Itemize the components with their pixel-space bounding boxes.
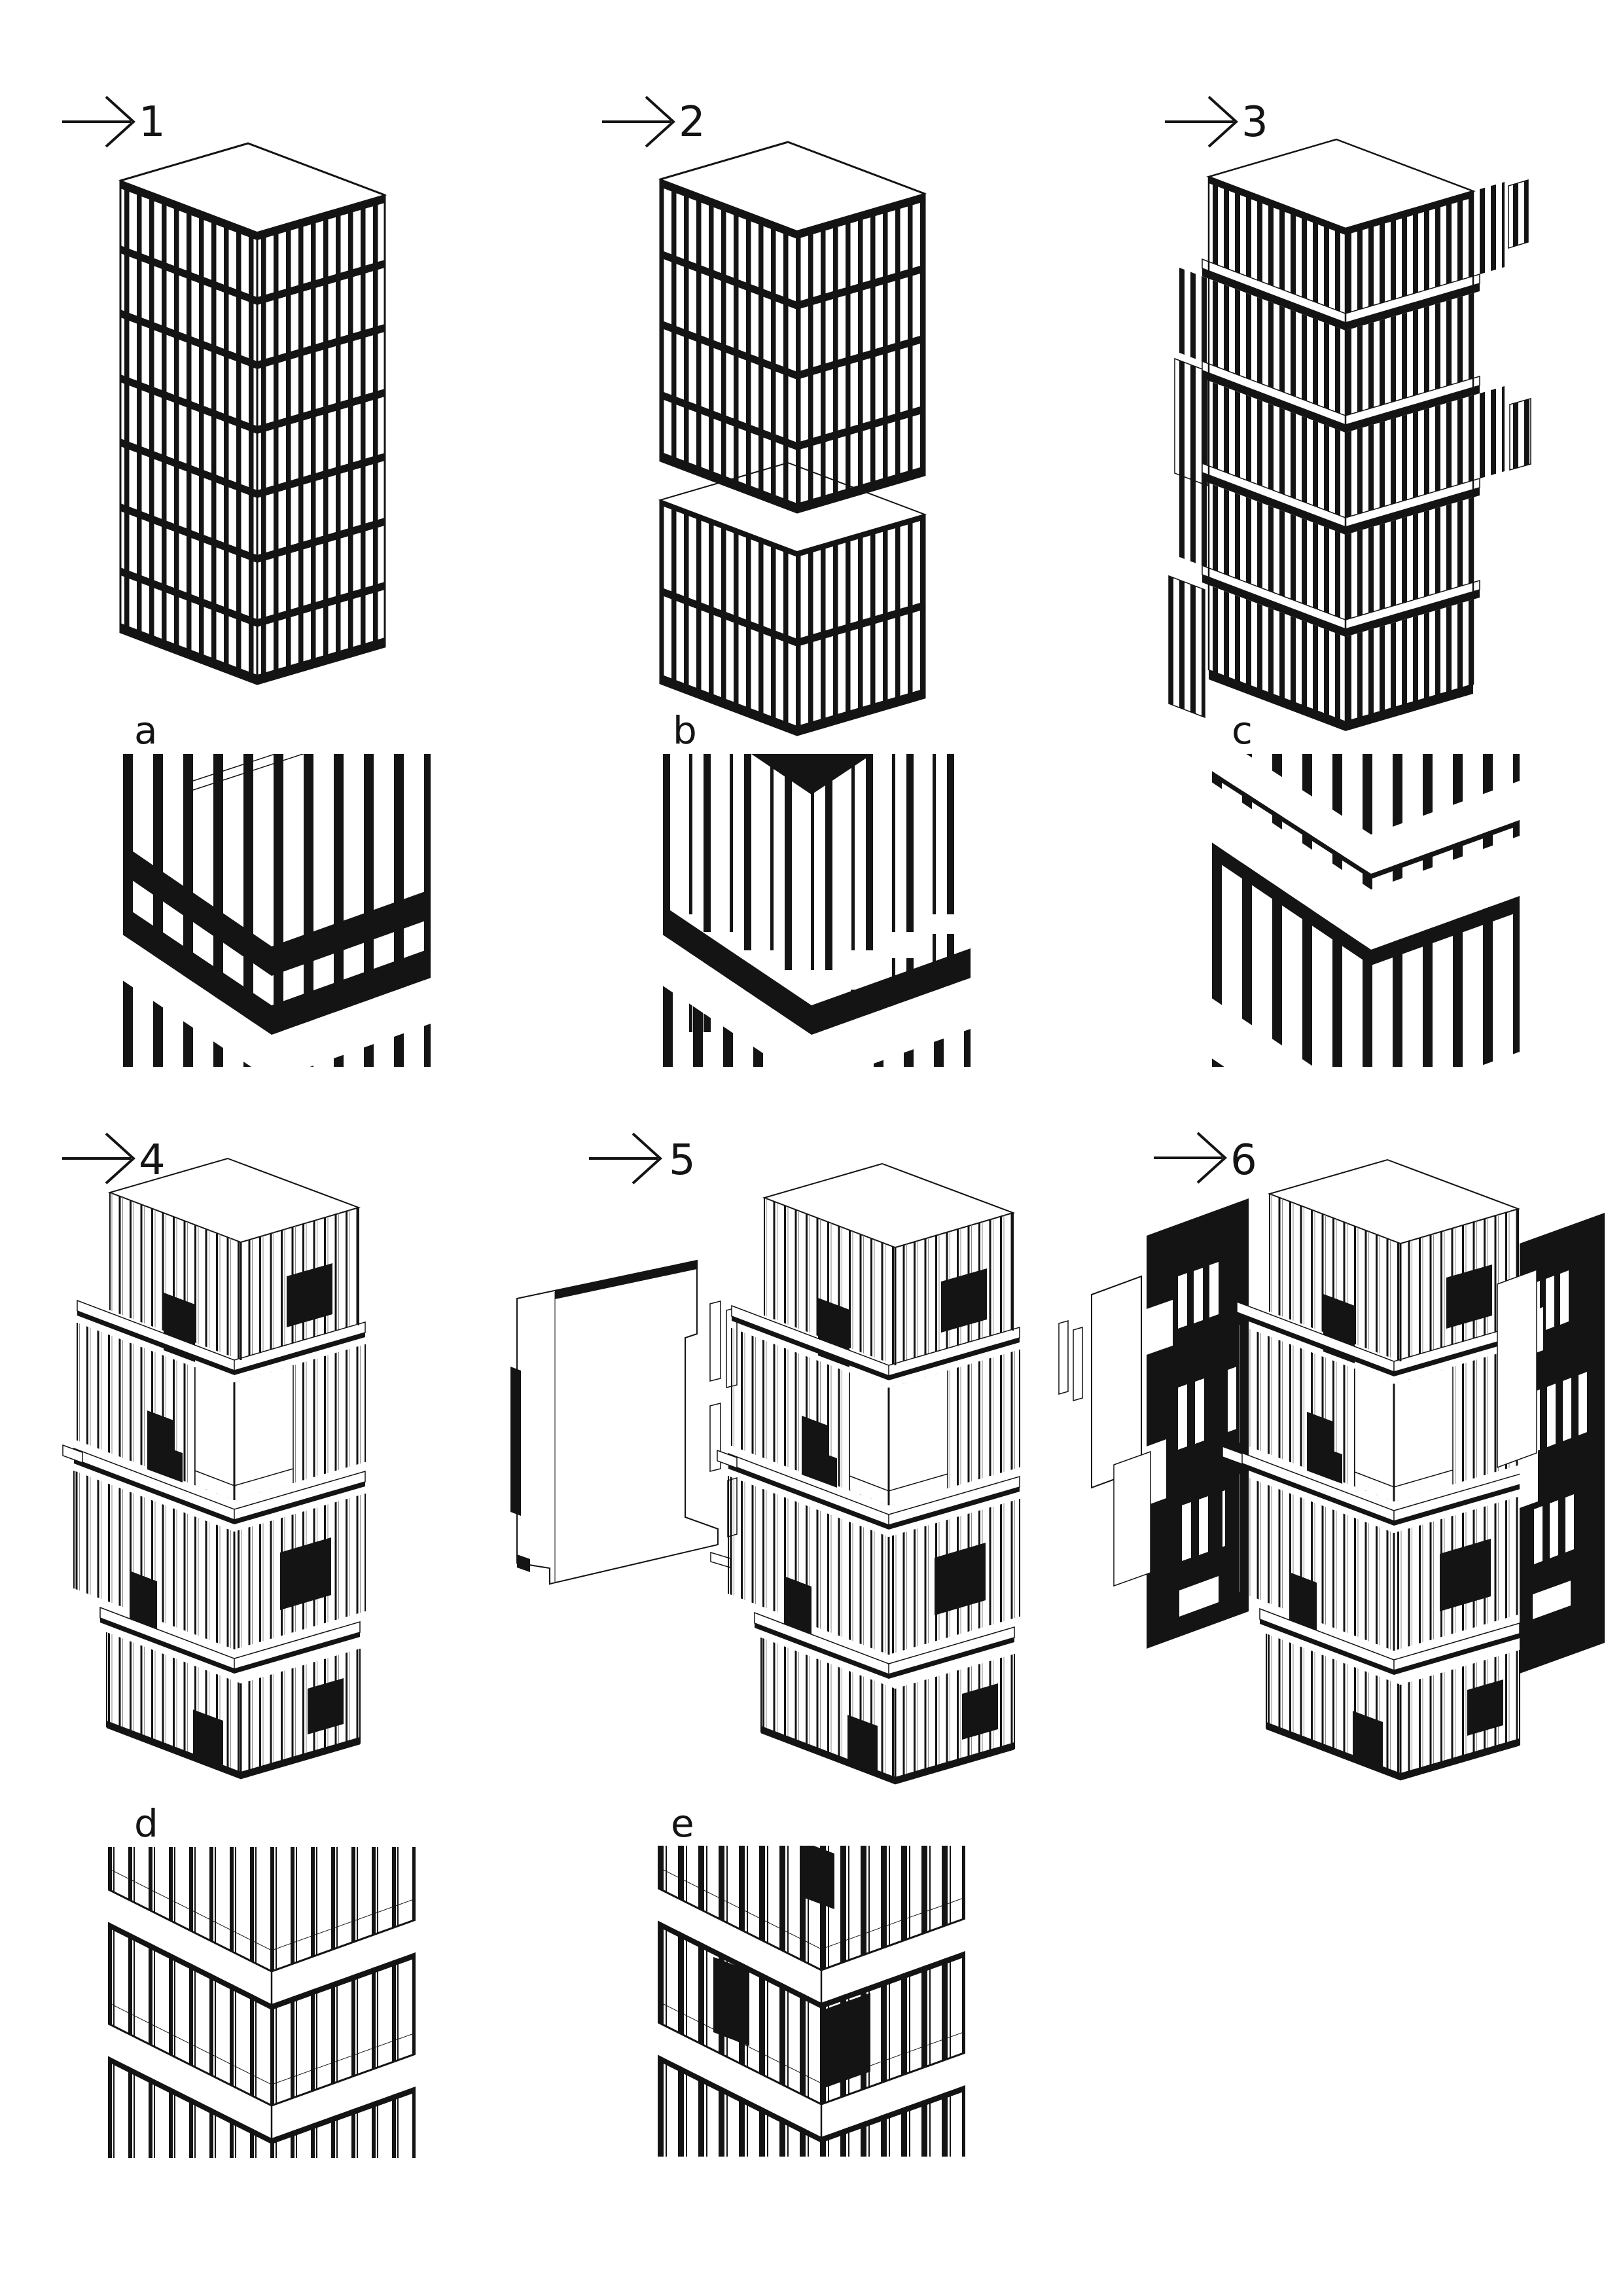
right-arrow-icon [1154, 1132, 1227, 1184]
detail-a-group: a [123, 708, 431, 1067]
building-5-left-facade-panel [510, 1259, 738, 1585]
right-arrow-icon [602, 96, 675, 148]
figure-4-group: 4 [62, 1132, 366, 1780]
detail-e-drawing [658, 1846, 965, 2157]
right-arrow-icon [1165, 96, 1238, 148]
right-arrow-icon [62, 1132, 135, 1185]
detail-c-letter: c [1232, 708, 1253, 753]
building-2-lower-block [658, 461, 927, 736]
detail-d-group: d [108, 1801, 416, 2158]
detail-d-letter: d [134, 1801, 158, 1846]
building-4-drawing [62, 1157, 366, 1780]
building-1-left-facade [120, 181, 257, 684]
figure-2-number: 2 [679, 98, 705, 147]
detail-c-drawing [1212, 754, 1520, 1067]
figure-1-group: 1 [62, 96, 387, 685]
building-3-detached-fins [1168, 179, 1531, 719]
building-5-right-facade-panel [1058, 1198, 1249, 1649]
detail-e-letter: e [671, 1801, 694, 1846]
figure-1-number: 1 [139, 98, 166, 147]
figure-3-group: 3 [1165, 96, 1531, 731]
figure-5-number: 5 [669, 1136, 696, 1185]
building-6-drawing [1209, 1158, 1605, 1781]
detail-b-group: b [663, 708, 971, 1067]
building-1-right-facade [257, 195, 385, 684]
figure-2-group: 2 [602, 96, 927, 736]
figure-6-number: 6 [1230, 1136, 1257, 1185]
building-1-outline [119, 142, 386, 685]
building-2-drawing [658, 141, 927, 736]
detail-b-letter: b [673, 708, 697, 753]
figure-3-number: 3 [1241, 98, 1268, 147]
building-3-drawing [1168, 138, 1531, 731]
figure-4-number: 4 [139, 1136, 166, 1185]
detail-e-group: e [658, 1801, 965, 2157]
building-6-dark-screen [1497, 1213, 1605, 1674]
building-1-drawing [118, 142, 387, 685]
building-6-left-dark-sliver [1209, 1343, 1222, 1561]
detail-d-drawing [108, 1847, 416, 2158]
detail-a-letter: a [134, 708, 158, 753]
building-2-upper-block [658, 141, 927, 514]
figure-6-group: 6 [1154, 1132, 1605, 1781]
building-1-floor-bands [120, 181, 385, 684]
building-3-fin-rows [1179, 177, 1505, 722]
detail-c-group: c [1212, 708, 1520, 1067]
building-5-drawing [510, 1162, 1249, 1785]
detail-b-drawing [663, 754, 971, 1067]
right-arrow-icon [589, 1132, 662, 1185]
building-3-outline [1207, 177, 1474, 723]
figure-5-group: 5 [510, 1132, 1249, 1785]
detail-a-drawing [123, 754, 431, 1067]
right-arrow-icon [62, 96, 135, 148]
